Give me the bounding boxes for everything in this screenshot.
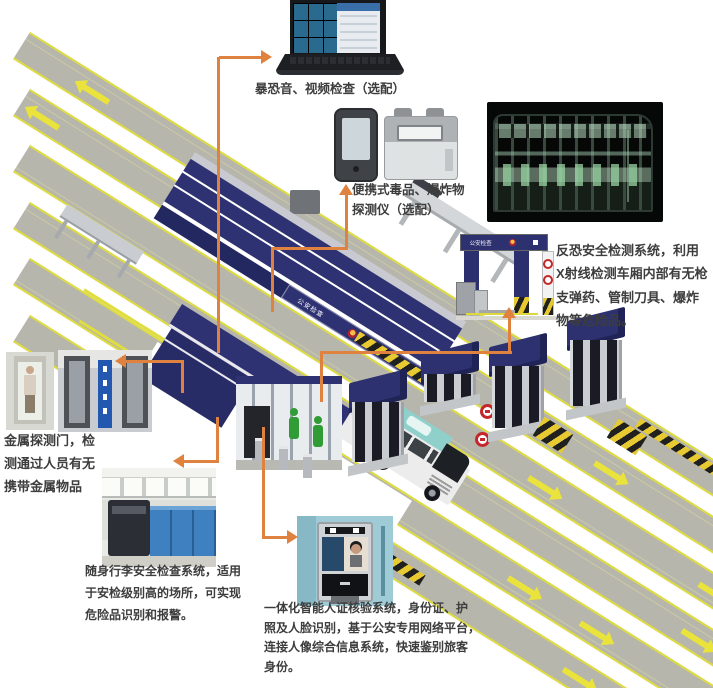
laptop-screen (290, 0, 386, 56)
arrowhead-icon (502, 307, 516, 318)
gate-barrier-arm (479, 310, 515, 313)
gate-sign-cn: 公安检查 (469, 240, 492, 247)
traffic-arrow-icon (81, 83, 111, 105)
video-check-photo (276, 0, 404, 78)
prohibition-sign-icon (543, 275, 553, 285)
id-verification-photo (297, 516, 393, 606)
traffic-arrow-icon (31, 109, 61, 131)
scanner-pillar (420, 340, 480, 417)
turnstile (279, 446, 288, 470)
scanner-pillar (488, 332, 548, 443)
handheld-detector (334, 108, 378, 182)
prohibition-sign-icon (543, 259, 553, 269)
pedestrian-hall (236, 376, 342, 470)
xray-scan-photo (487, 102, 663, 222)
face-portrait (351, 544, 361, 554)
arrowhead-icon (173, 454, 184, 468)
caption-baggage-check: 随身行李安全检查系统，适用 于安检级别高的场所，可实现 危险品识别和报警。 (85, 564, 242, 622)
kiosk-screen (322, 537, 368, 571)
baggage-check-photo (102, 468, 216, 567)
portable-detector-photo (330, 102, 462, 186)
traffic-arrow-icon (697, 581, 713, 603)
turnstile (255, 438, 264, 462)
blue-partition (150, 506, 216, 556)
id-kiosk (317, 522, 373, 604)
traffic-arrow-icon (593, 460, 622, 482)
caption-id-verification: 一体化智能人证核验系统，身份证、护 照及人脸识别，基于公安专用网络平台， 连接人… (264, 601, 481, 674)
xray-baggage-machine (108, 500, 150, 556)
caption-portable-detector: 便携式毒品、爆炸物 探测仪（选配） (352, 183, 465, 217)
gate-pillar (514, 251, 529, 315)
scanner-pillar (566, 306, 626, 421)
arrowhead-icon (339, 184, 353, 195)
callout-line-baggage-check (216, 417, 219, 463)
police-badge-icon (509, 239, 516, 246)
gate-equipment (456, 282, 476, 315)
metal-detector-photo (6, 350, 152, 432)
callout-line-portable-detector (271, 250, 274, 312)
callout-line-id-verification (262, 427, 265, 539)
detector-corridor (58, 350, 152, 432)
xray-bus-skeleton (493, 114, 653, 212)
traffic-arrow-icon (578, 620, 608, 642)
rooftop-unit (290, 190, 320, 214)
blue-banner (98, 360, 112, 428)
traffic-arrow-icon (506, 575, 536, 597)
callout-line-metal-detector (126, 360, 184, 363)
arrowhead-icon (261, 50, 272, 64)
warning-pole (542, 251, 554, 315)
callout-line-xray-system (320, 352, 323, 402)
detector-door-left (6, 352, 54, 430)
turnstile (303, 454, 312, 478)
scanner-pillar (348, 368, 408, 477)
callout-line-video-check (217, 57, 220, 353)
caption-video-check: 暴恐音、视频检查（选配） (255, 82, 406, 96)
traffic-arrow-icon (561, 666, 591, 688)
person-figure (288, 408, 300, 439)
caption-metal-detector: 金属探测门，检 测通过人员有无 携带金属物品 (4, 433, 96, 494)
benchtop-detector (384, 116, 458, 180)
laptop-keyboard (276, 54, 404, 70)
caption-xray-system: 反恐安全检测系统，利用 X射线检测车厢内部有无枪 支弹药、管制刀具、爆炸 物等危… (556, 243, 708, 328)
gate-header-sign: 公安检查 (460, 234, 548, 251)
person-figure (312, 416, 324, 447)
arrowhead-icon (115, 354, 126, 368)
arrowhead-icon (287, 530, 298, 544)
traffic-arrow-icon (526, 475, 556, 497)
traffic-arrow-icon (680, 628, 710, 650)
